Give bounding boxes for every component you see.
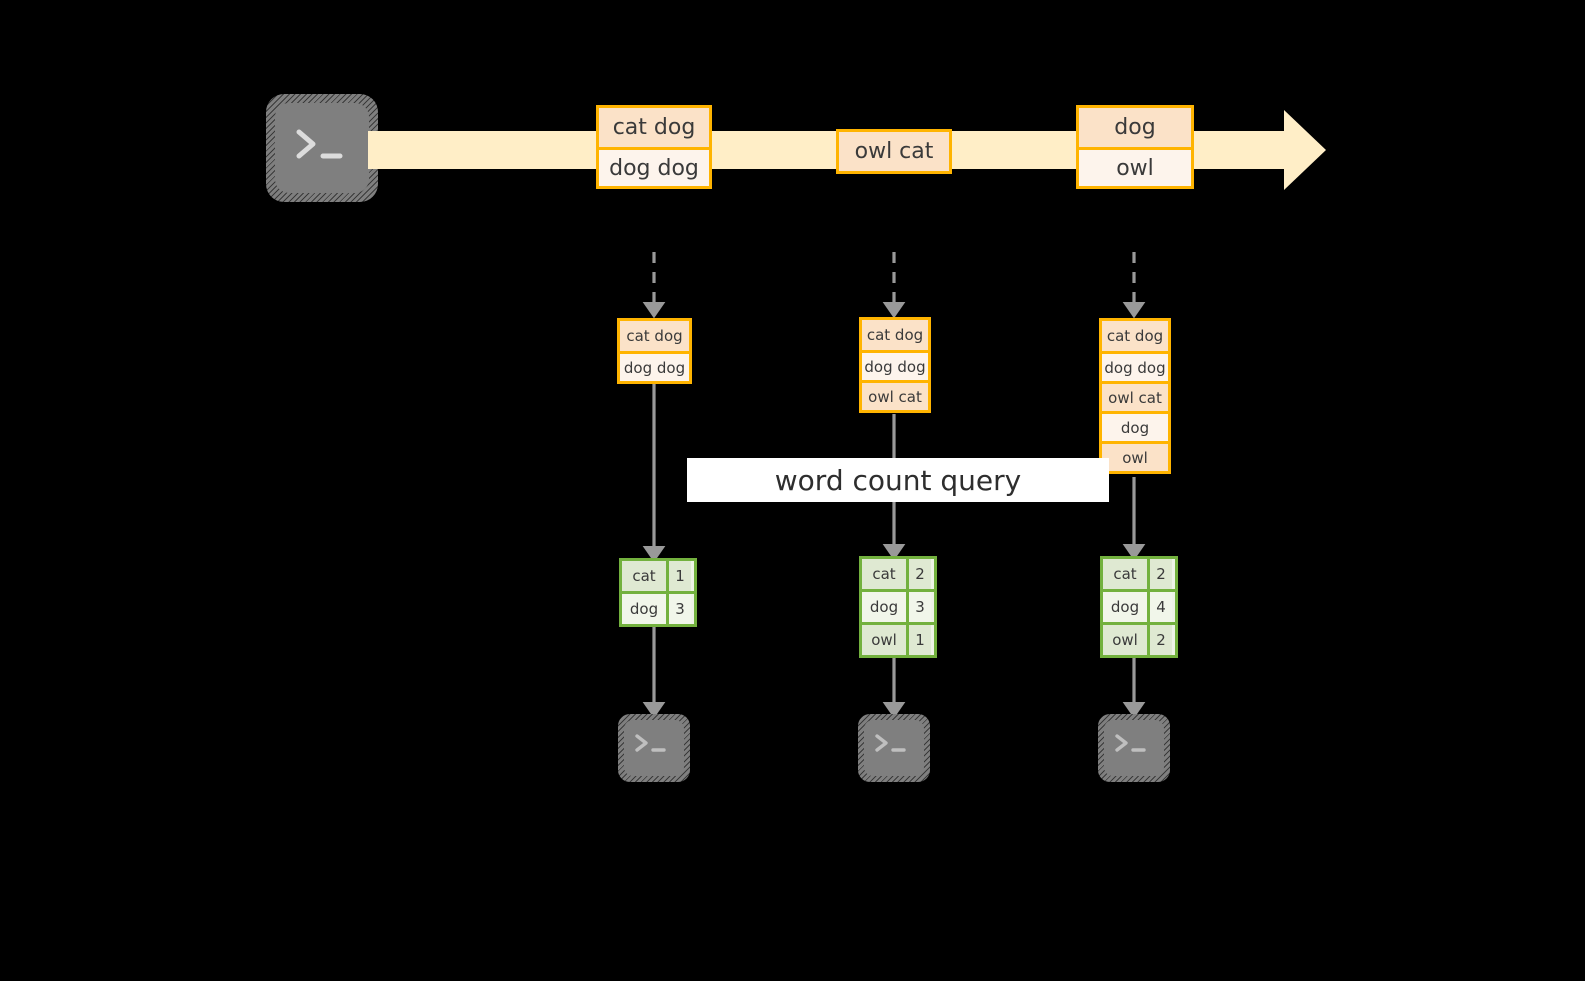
sink-terminal-icon-3 <box>1098 714 1170 782</box>
stream-record-line: owl <box>1079 147 1191 186</box>
source-terminal-icon <box>266 94 378 202</box>
result-row: dog 3 <box>862 589 934 622</box>
result-2: cat 2 dog 3 owl 1 <box>859 556 937 658</box>
snapshot-2: cat dog dog dog owl cat <box>859 317 931 413</box>
result-count: 3 <box>666 594 691 624</box>
terminal-prompt-glyph <box>635 734 666 752</box>
result-count: 4 <box>1147 592 1172 622</box>
query-label: word count query <box>687 458 1109 502</box>
stream-record-line: cat dog <box>599 108 709 147</box>
stream-record-line: dog <box>1079 108 1191 147</box>
snapshot-line: cat dog <box>1102 321 1168 351</box>
result-3: cat 2 dog 4 owl 2 <box>1100 556 1178 658</box>
result-word: owl <box>1103 625 1147 655</box>
snapshot-line: owl cat <box>862 380 928 410</box>
terminal-prompt-glyph <box>296 129 343 159</box>
snapshot-line: dog dog <box>620 351 689 381</box>
result-row: cat 2 <box>1103 559 1175 589</box>
snapshot-line: owl cat <box>1102 381 1168 411</box>
sink-terminal-icon-1 <box>618 714 690 782</box>
result-row: cat 2 <box>862 559 934 589</box>
sink-terminal-icon-2 <box>858 714 930 782</box>
result-word: cat <box>862 559 906 589</box>
result-count: 2 <box>906 559 931 589</box>
result-word: cat <box>1103 559 1147 589</box>
result-count: 1 <box>666 561 691 591</box>
result-word: owl <box>862 625 906 655</box>
result-row: dog 3 <box>622 591 694 624</box>
result-row: dog 4 <box>1103 589 1175 622</box>
stream-record-2: owl cat <box>836 129 952 174</box>
snapshot-line: cat dog <box>862 320 928 350</box>
result-count: 1 <box>906 625 931 655</box>
result-count: 2 <box>1147 625 1172 655</box>
snapshot-line: cat dog <box>620 321 689 351</box>
stream-record-line: dog dog <box>599 147 709 186</box>
terminal-prompt-glyph <box>875 734 906 752</box>
snapshot-line: owl <box>1102 441 1168 471</box>
stream-record-3: dog owl <box>1076 105 1194 189</box>
result-row: owl 2 <box>1103 622 1175 655</box>
result-row: cat 1 <box>622 561 694 591</box>
result-word: dog <box>622 594 666 624</box>
stream-record-1: cat dog dog dog <box>596 105 712 189</box>
result-1: cat 1 dog 3 <box>619 558 697 627</box>
terminal-prompt-glyph <box>1115 734 1146 752</box>
snapshot-line: dog <box>1102 411 1168 441</box>
result-count: 3 <box>906 592 931 622</box>
snapshot-line: dog dog <box>1102 351 1168 381</box>
snapshot-3: cat dog dog dog owl cat dog owl <box>1099 318 1171 474</box>
result-word: dog <box>1103 592 1147 622</box>
result-word: dog <box>862 592 906 622</box>
result-count: 2 <box>1147 559 1172 589</box>
result-row: owl 1 <box>862 622 934 655</box>
stream-arrow-head <box>1284 110 1326 190</box>
snapshot-1: cat dog dog dog <box>617 318 692 384</box>
snapshot-line: dog dog <box>862 350 928 380</box>
result-word: cat <box>622 561 666 591</box>
stream-record-line: owl cat <box>839 132 949 171</box>
